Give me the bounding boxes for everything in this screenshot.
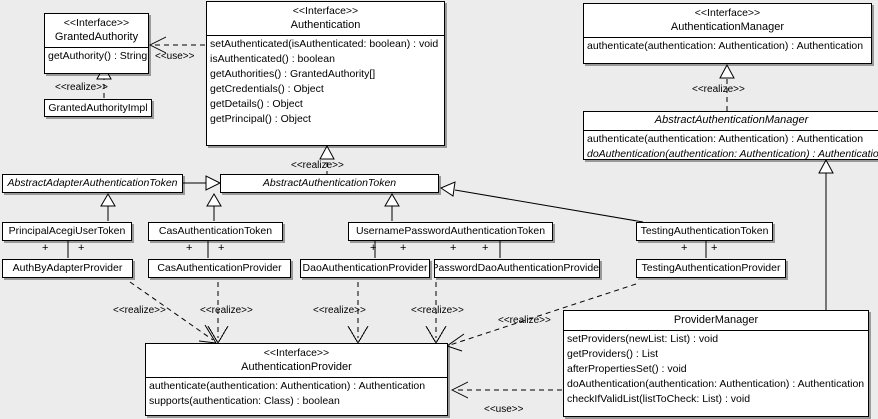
abstract-authentication-manager-method-0: authenticate(authentication: Authenticat… xyxy=(587,133,864,145)
granted-authority-impl-name: GrantedAuthorityImpl xyxy=(48,101,148,114)
provider-manager-divider xyxy=(564,330,868,331)
username-password-token-plus-4: + xyxy=(482,242,489,254)
abstract-authentication-manager-members: authenticate(authentication: Authenticat… xyxy=(584,131,878,160)
auth-by-adapter-provider-name: AuthByAdapterProvider xyxy=(12,262,123,274)
authentication-provider-name: AuthenticationProvider xyxy=(241,361,352,373)
label-use-authentication-granted-authority: <<use>> xyxy=(155,51,195,62)
testing-authentication-token-plus-right: + xyxy=(711,242,718,254)
username-password-token-plus-3: + xyxy=(450,242,457,254)
authentication-members: setAuthenticated(isAuthenticated: boolea… xyxy=(207,36,444,128)
cas-authentication-token-name: CasAuthenticationToken xyxy=(158,225,273,237)
username-password-authentication-token-name: UsernamePasswordAuthenticationToken xyxy=(355,225,546,237)
class-testing-authentication-provider[interactable]: TestingAuthenticationProvider xyxy=(636,259,786,278)
abstract-authentication-manager-name: AbstractAuthenticationManager xyxy=(654,114,809,126)
authentication-method-2: getAuthorities() : GrantedAuthority[] xyxy=(210,68,376,80)
granted-authority-members: getAuthority() : String xyxy=(45,48,148,65)
testing-authentication-token-name: TestingAuthenticationToken xyxy=(640,225,769,237)
authentication-method-1: isAuthenticated() : boolean xyxy=(210,53,335,65)
class-cas-authentication-provider[interactable]: CasAuthenticationProvider xyxy=(148,259,291,278)
authentication-manager-members: authenticate(authentication: Authenticat… xyxy=(584,38,871,55)
granted-authority-method-0: getAuthority() : String xyxy=(48,50,148,62)
authentication-provider-method-1: supports(authentication: Class) : boolea… xyxy=(149,395,340,407)
abstract-authentication-token-name: AbstractAuthenticationToken xyxy=(262,177,397,189)
cas-authentication-token-plus-left: + xyxy=(186,242,193,254)
authentication-method-3: getCredentials() : Object xyxy=(210,83,324,95)
dao-authentication-provider-name: DaoAuthenticationProvider xyxy=(302,262,428,274)
authentication-manager-header: <<Interface>> AuthenticationManager xyxy=(584,4,871,37)
provider-manager-members: setProviders(newList: List) : void getPr… xyxy=(564,331,868,408)
label-use-provider-manager: <<use>> xyxy=(484,404,524,415)
class-password-dao-authentication-provider[interactable]: PasswordDaoAuthenticationProvider xyxy=(434,259,600,278)
username-password-token-plus-1: + xyxy=(370,242,377,254)
label-realize-password-dao-authentication-provider: <<realize>> xyxy=(411,305,464,316)
authentication-manager-name: AuthenticationManager xyxy=(670,21,785,33)
class-authentication-provider[interactable]: <<Interface>> AuthenticationProvider aut… xyxy=(145,343,448,416)
label-realize-granted-authority-impl: <<realize>> xyxy=(55,82,108,93)
authentication-manager-divider xyxy=(584,37,871,38)
class-abstract-authentication-manager[interactable]: AbstractAuthenticationManager authentica… xyxy=(583,111,878,160)
authentication-provider-divider xyxy=(146,377,447,378)
authentication-provider-header: <<Interface>> AuthenticationProvider xyxy=(146,344,447,377)
class-auth-by-adapter-provider[interactable]: AuthByAdapterProvider xyxy=(2,259,133,278)
authentication-name: Authentication xyxy=(290,19,361,31)
class-username-password-authentication-token[interactable]: UsernamePasswordAuthenticationToken xyxy=(348,222,553,241)
authentication-provider-method-0: authenticate(authentication: Authenticat… xyxy=(149,380,426,392)
abstract-authentication-manager-method-1: doAuthentication(authentication: Authent… xyxy=(587,148,878,160)
abstract-authentication-manager-header: AbstractAuthenticationManager xyxy=(584,112,878,130)
class-authentication-manager[interactable]: <<Interface>> AuthenticationManager auth… xyxy=(583,3,872,64)
class-authentication[interactable]: <<Interface>> Authentication setAuthenti… xyxy=(206,1,445,146)
principal-acegi-user-token-name: PrincipalAcegiUserToken xyxy=(8,225,126,237)
class-principal-acegi-user-token[interactable]: PrincipalAcegiUserToken xyxy=(2,222,132,241)
authentication-method-4: getDetails() : Object xyxy=(210,98,303,110)
username-password-token-plus-2: + xyxy=(400,242,407,254)
authentication-manager-method-0: authenticate(authentication: Authenticat… xyxy=(587,40,864,52)
principal-acegi-user-token-plus-left: + xyxy=(42,242,49,254)
authentication-stereotype: <<Interface>> xyxy=(292,5,359,17)
testing-authentication-token-plus-left: + xyxy=(681,242,688,254)
password-dao-authentication-provider-name: PasswordDaoAuthenticationProvider xyxy=(434,262,600,274)
class-granted-authority-impl[interactable]: GrantedAuthorityImpl xyxy=(44,99,152,117)
granted-authority-header: <<Interface>> GrantedAuthority xyxy=(45,14,148,47)
cas-authentication-token-plus-right: + xyxy=(218,242,225,254)
cas-authentication-provider-name: CasAuthenticationProvider xyxy=(157,262,282,274)
provider-manager-header: ProviderManager xyxy=(564,311,868,330)
authentication-provider-members: authenticate(authentication: Authenticat… xyxy=(146,378,447,410)
provider-manager-method-3: doAuthentication(authentication: Authent… xyxy=(567,378,865,390)
provider-manager-method-2: afterPropertiesSet() : void xyxy=(567,363,687,375)
class-abstract-authentication-token[interactable]: AbstractAuthenticationToken xyxy=(220,174,439,193)
authentication-divider xyxy=(207,35,444,36)
class-testing-authentication-token[interactable]: TestingAuthenticationToken xyxy=(636,222,773,241)
label-realize-cas-authentication-provider: <<realize>> xyxy=(200,305,253,316)
authentication-method-5: getPrincipal() : Object xyxy=(210,113,311,125)
testing-authentication-provider-name: TestingAuthenticationProvider xyxy=(641,262,781,274)
granted-authority-name: GrantedAuthority xyxy=(54,31,139,43)
class-granted-authority[interactable]: <<Interface>> GrantedAuthority getAuthor… xyxy=(44,13,149,74)
abstract-adapter-authentication-token-name: AbstractAdapterAuthenticationToken xyxy=(7,177,178,189)
abstract-authentication-manager-divider xyxy=(584,130,878,131)
class-dao-authentication-provider[interactable]: DaoAuthenticationProvider xyxy=(300,259,430,278)
provider-manager-method-0: setProviders(newList: List) : void xyxy=(567,333,719,345)
provider-manager-name: ProviderManager xyxy=(673,314,759,326)
label-realize-auth-by-adapter-provider: <<realize>> xyxy=(113,305,166,316)
label-realize-dao-authentication-provider: <<realize>> xyxy=(313,305,366,316)
class-cas-authentication-token[interactable]: CasAuthenticationToken xyxy=(148,222,283,241)
class-abstract-adapter-authentication-token[interactable]: AbstractAdapterAuthenticationToken xyxy=(2,174,183,193)
authentication-method-0: setAuthenticated(isAuthenticated: boolea… xyxy=(210,38,439,50)
granted-authority-stereotype: <<Interface>> xyxy=(63,17,130,29)
provider-manager-method-1: getProviders() : List xyxy=(567,348,659,360)
authentication-provider-stereotype: <<Interface>> xyxy=(263,347,330,359)
principal-acegi-user-token-plus-right: + xyxy=(78,242,85,254)
label-realize-testing-authentication-provider: <<realize>> xyxy=(498,315,551,326)
authentication-manager-stereotype: <<Interface>> xyxy=(694,7,761,19)
authentication-header: <<Interface>> Authentication xyxy=(207,2,444,35)
label-realize-abstract-authentication-manager: <<realize>> xyxy=(692,84,745,95)
granted-authority-divider xyxy=(45,47,148,48)
class-provider-manager[interactable]: ProviderManager setProviders(newList: Li… xyxy=(563,310,869,417)
provider-manager-method-4: checkIfValidList(listToCheck: List) : vo… xyxy=(567,393,751,405)
label-realize-authentication-token: <<realize>> xyxy=(291,160,344,171)
